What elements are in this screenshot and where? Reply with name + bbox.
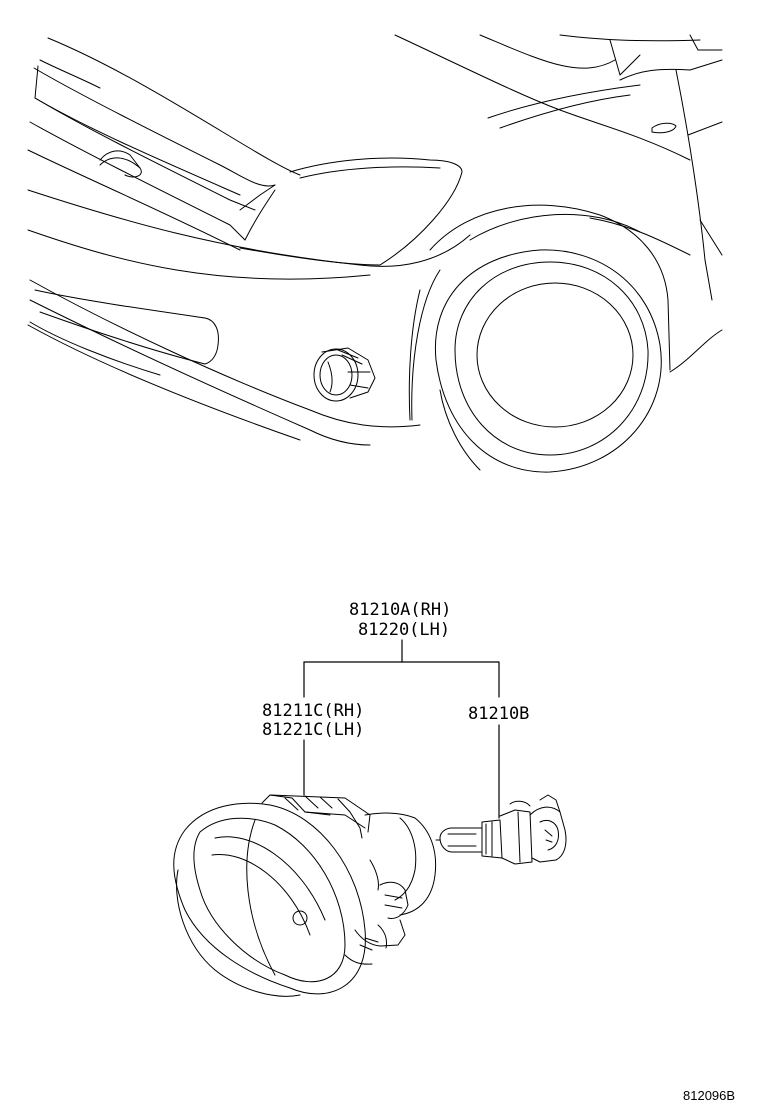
bulb-illustration (436, 795, 566, 864)
fog-lamp-unit-illustration (174, 795, 436, 996)
fog-lamp-installed-icon (314, 348, 375, 401)
callout-unit-lh: 81221C(LH) (262, 720, 365, 740)
figure-number: 812096B (683, 1088, 736, 1103)
vehicle-front-illustration (28, 35, 722, 472)
callout-bulb: 81210B (468, 704, 530, 724)
callout-assembly-rh: 81210A(RH) (349, 600, 452, 620)
callout-assembly-lh: 81220(LH) (358, 620, 451, 640)
callout-unit-rh: 81211C(RH) (262, 701, 365, 721)
callout-leader-lines (304, 640, 499, 818)
